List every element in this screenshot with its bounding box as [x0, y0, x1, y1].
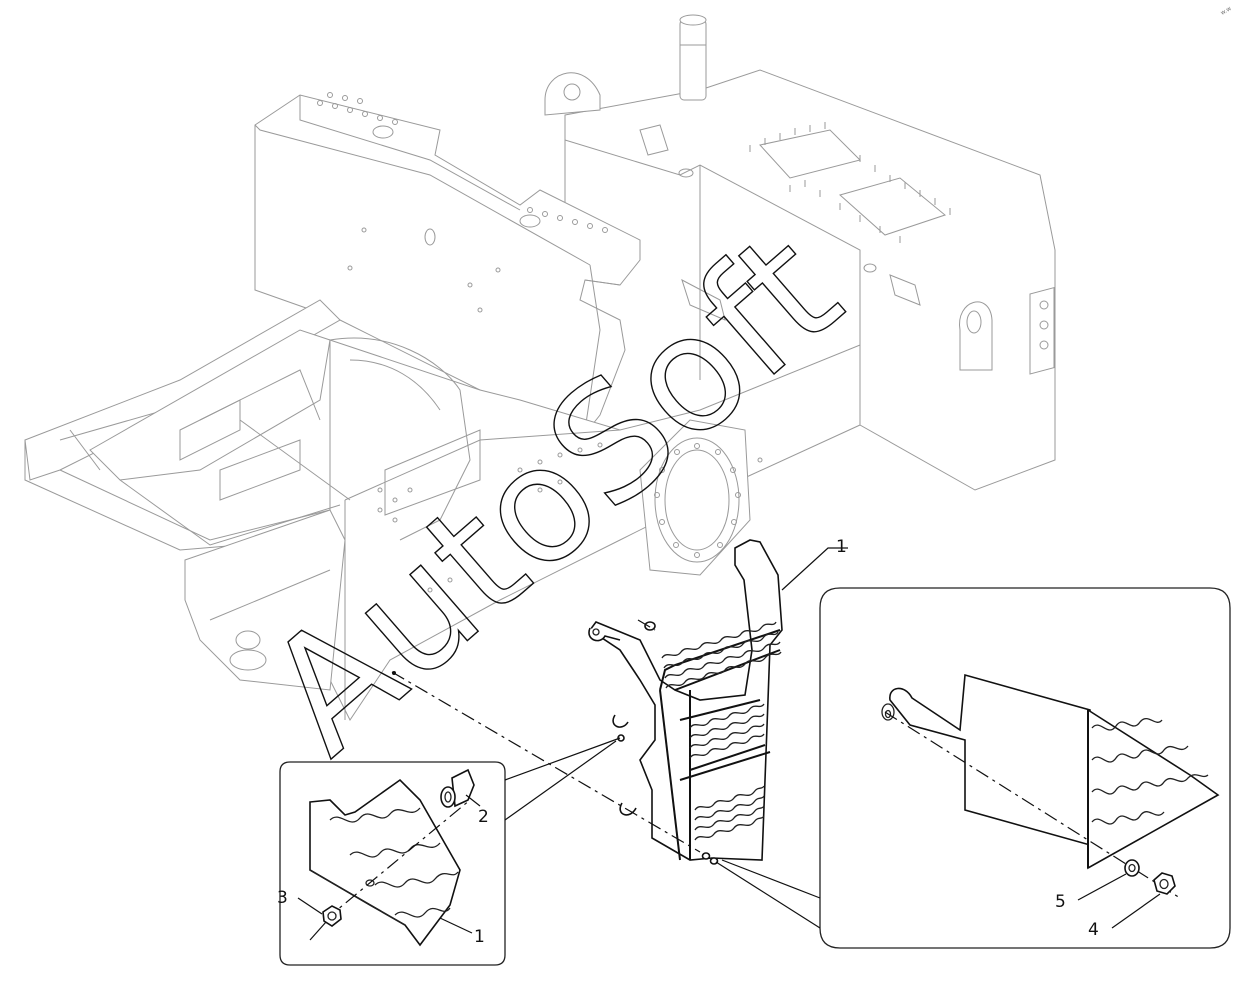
- detail-right-plate: [889, 673, 1091, 847]
- mount-washer-left: [617, 734, 625, 742]
- detail-left-tread-waves: [329, 807, 459, 918]
- detail-right-tread: [1087, 708, 1220, 870]
- articulation-ring: [639, 419, 751, 576]
- lifting-lug-right: [959, 301, 993, 371]
- detail-left-nut: [322, 905, 342, 927]
- step-hanger-plate: [588, 539, 783, 861]
- callout-detail-left-nut: 3: [277, 888, 288, 908]
- detail-right-washer: [1124, 859, 1140, 877]
- detail-right-tread-waves: [1091, 717, 1209, 825]
- callout-detail-right-washer: 5: [1055, 892, 1066, 912]
- lifting-lug-top: [544, 72, 601, 116]
- callout-detail-right-nut: 4: [1088, 920, 1099, 940]
- detail-view-right: 5 4: [715, 587, 1231, 949]
- center-arch: [329, 337, 471, 541]
- chassis-frame: [24, 14, 1056, 721]
- side-plate: [1029, 286, 1055, 375]
- tread-lower: [694, 785, 765, 841]
- mount-bolt-top: [644, 621, 656, 631]
- detail-left-bolt: [440, 768, 475, 808]
- tread-middle: [689, 703, 765, 759]
- tread-upper: [661, 621, 782, 689]
- detail-right-nut: [1153, 872, 1176, 895]
- step-ladder-assembly: [391, 539, 783, 865]
- exhaust-pipe: [679, 14, 707, 101]
- callout-detail-left-bolt: 2: [478, 807, 489, 827]
- pivot-bracket: [184, 509, 346, 691]
- mount-nuts-bottom: [701, 852, 719, 865]
- callout-detail-left-part: 1: [474, 927, 485, 947]
- detail-view-left: 2 3 1: [277, 737, 621, 966]
- hatch-cover-2: [838, 177, 947, 236]
- corner-mark: w.w: [1220, 5, 1233, 17]
- callout-main-step: 1: [836, 537, 847, 557]
